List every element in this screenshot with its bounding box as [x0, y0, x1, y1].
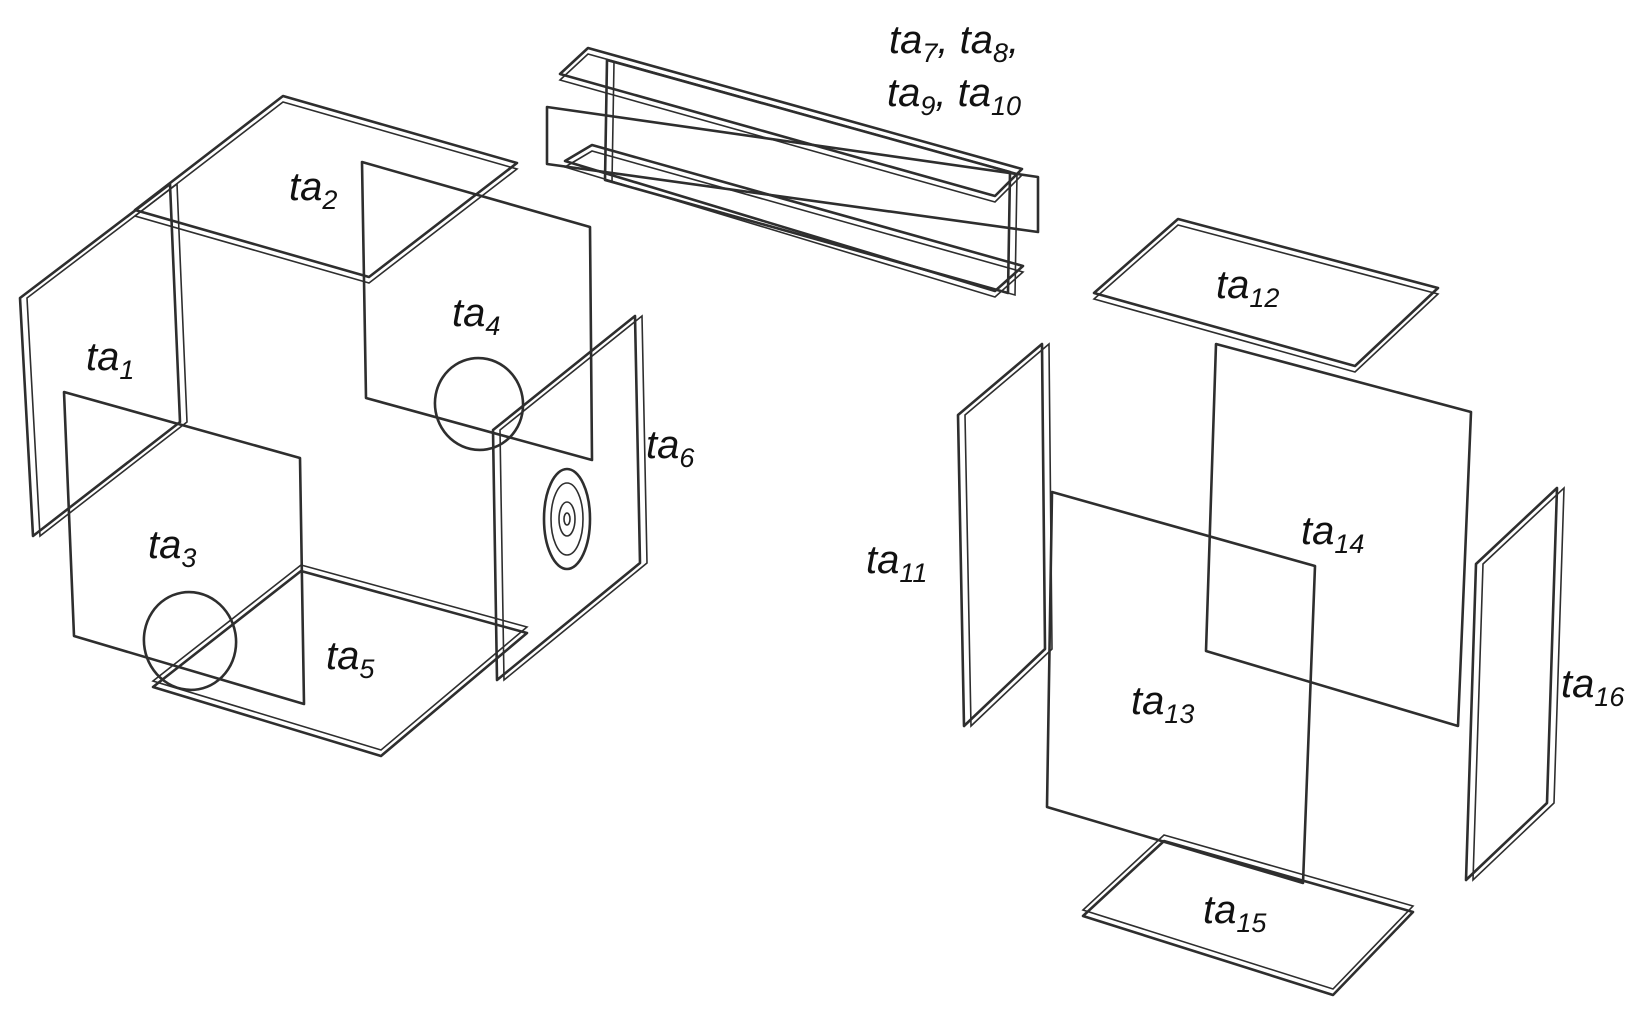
panel-ta16-right-plate — [1464, 486, 1565, 882]
label-ta15: ta15 — [1203, 888, 1267, 938]
label-ta1: ta1 — [86, 335, 135, 385]
panel-ta6-right-plate — [491, 314, 648, 682]
label-ta11: ta11 — [866, 538, 928, 588]
panel-ta12-top-plate — [1092, 217, 1440, 373]
label-ta16: ta16 — [1561, 662, 1625, 712]
label-ta7-ta10: ta7, ta8, ta9, ta10 — [887, 18, 1022, 121]
panel-ta14-back-plate — [1204, 342, 1473, 728]
panel-ta3-hole — [142, 590, 238, 692]
panel-ta4-back-plate — [360, 160, 594, 462]
label-ta4: ta4 — [452, 291, 501, 341]
panel-ta6-connector — [542, 467, 592, 571]
panel-ta13-front-plate — [1045, 490, 1317, 885]
panel-ta15-bottom-plate — [1081, 834, 1415, 997]
panel-ta5-bottom-plate — [151, 564, 529, 758]
panel-ta11-left-plate — [956, 342, 1053, 728]
label-ta5: ta5 — [326, 634, 375, 684]
label-ta3: ta3 — [148, 523, 197, 573]
panel-ta4-hole — [433, 356, 525, 452]
label-ta14: ta14 — [1301, 509, 1365, 559]
panel-ta2-top-plate — [133, 94, 519, 284]
label-ta2: ta2 — [289, 165, 338, 215]
panel-ta1-left-plate — [18, 182, 188, 538]
label-ta6: ta6 — [646, 423, 695, 473]
label-ta13: ta13 — [1131, 679, 1195, 729]
beams-ta7-ta10 — [545, 46, 1040, 298]
panel-ta3-front-plate — [62, 390, 306, 706]
label-ta12: ta12 — [1216, 263, 1280, 313]
